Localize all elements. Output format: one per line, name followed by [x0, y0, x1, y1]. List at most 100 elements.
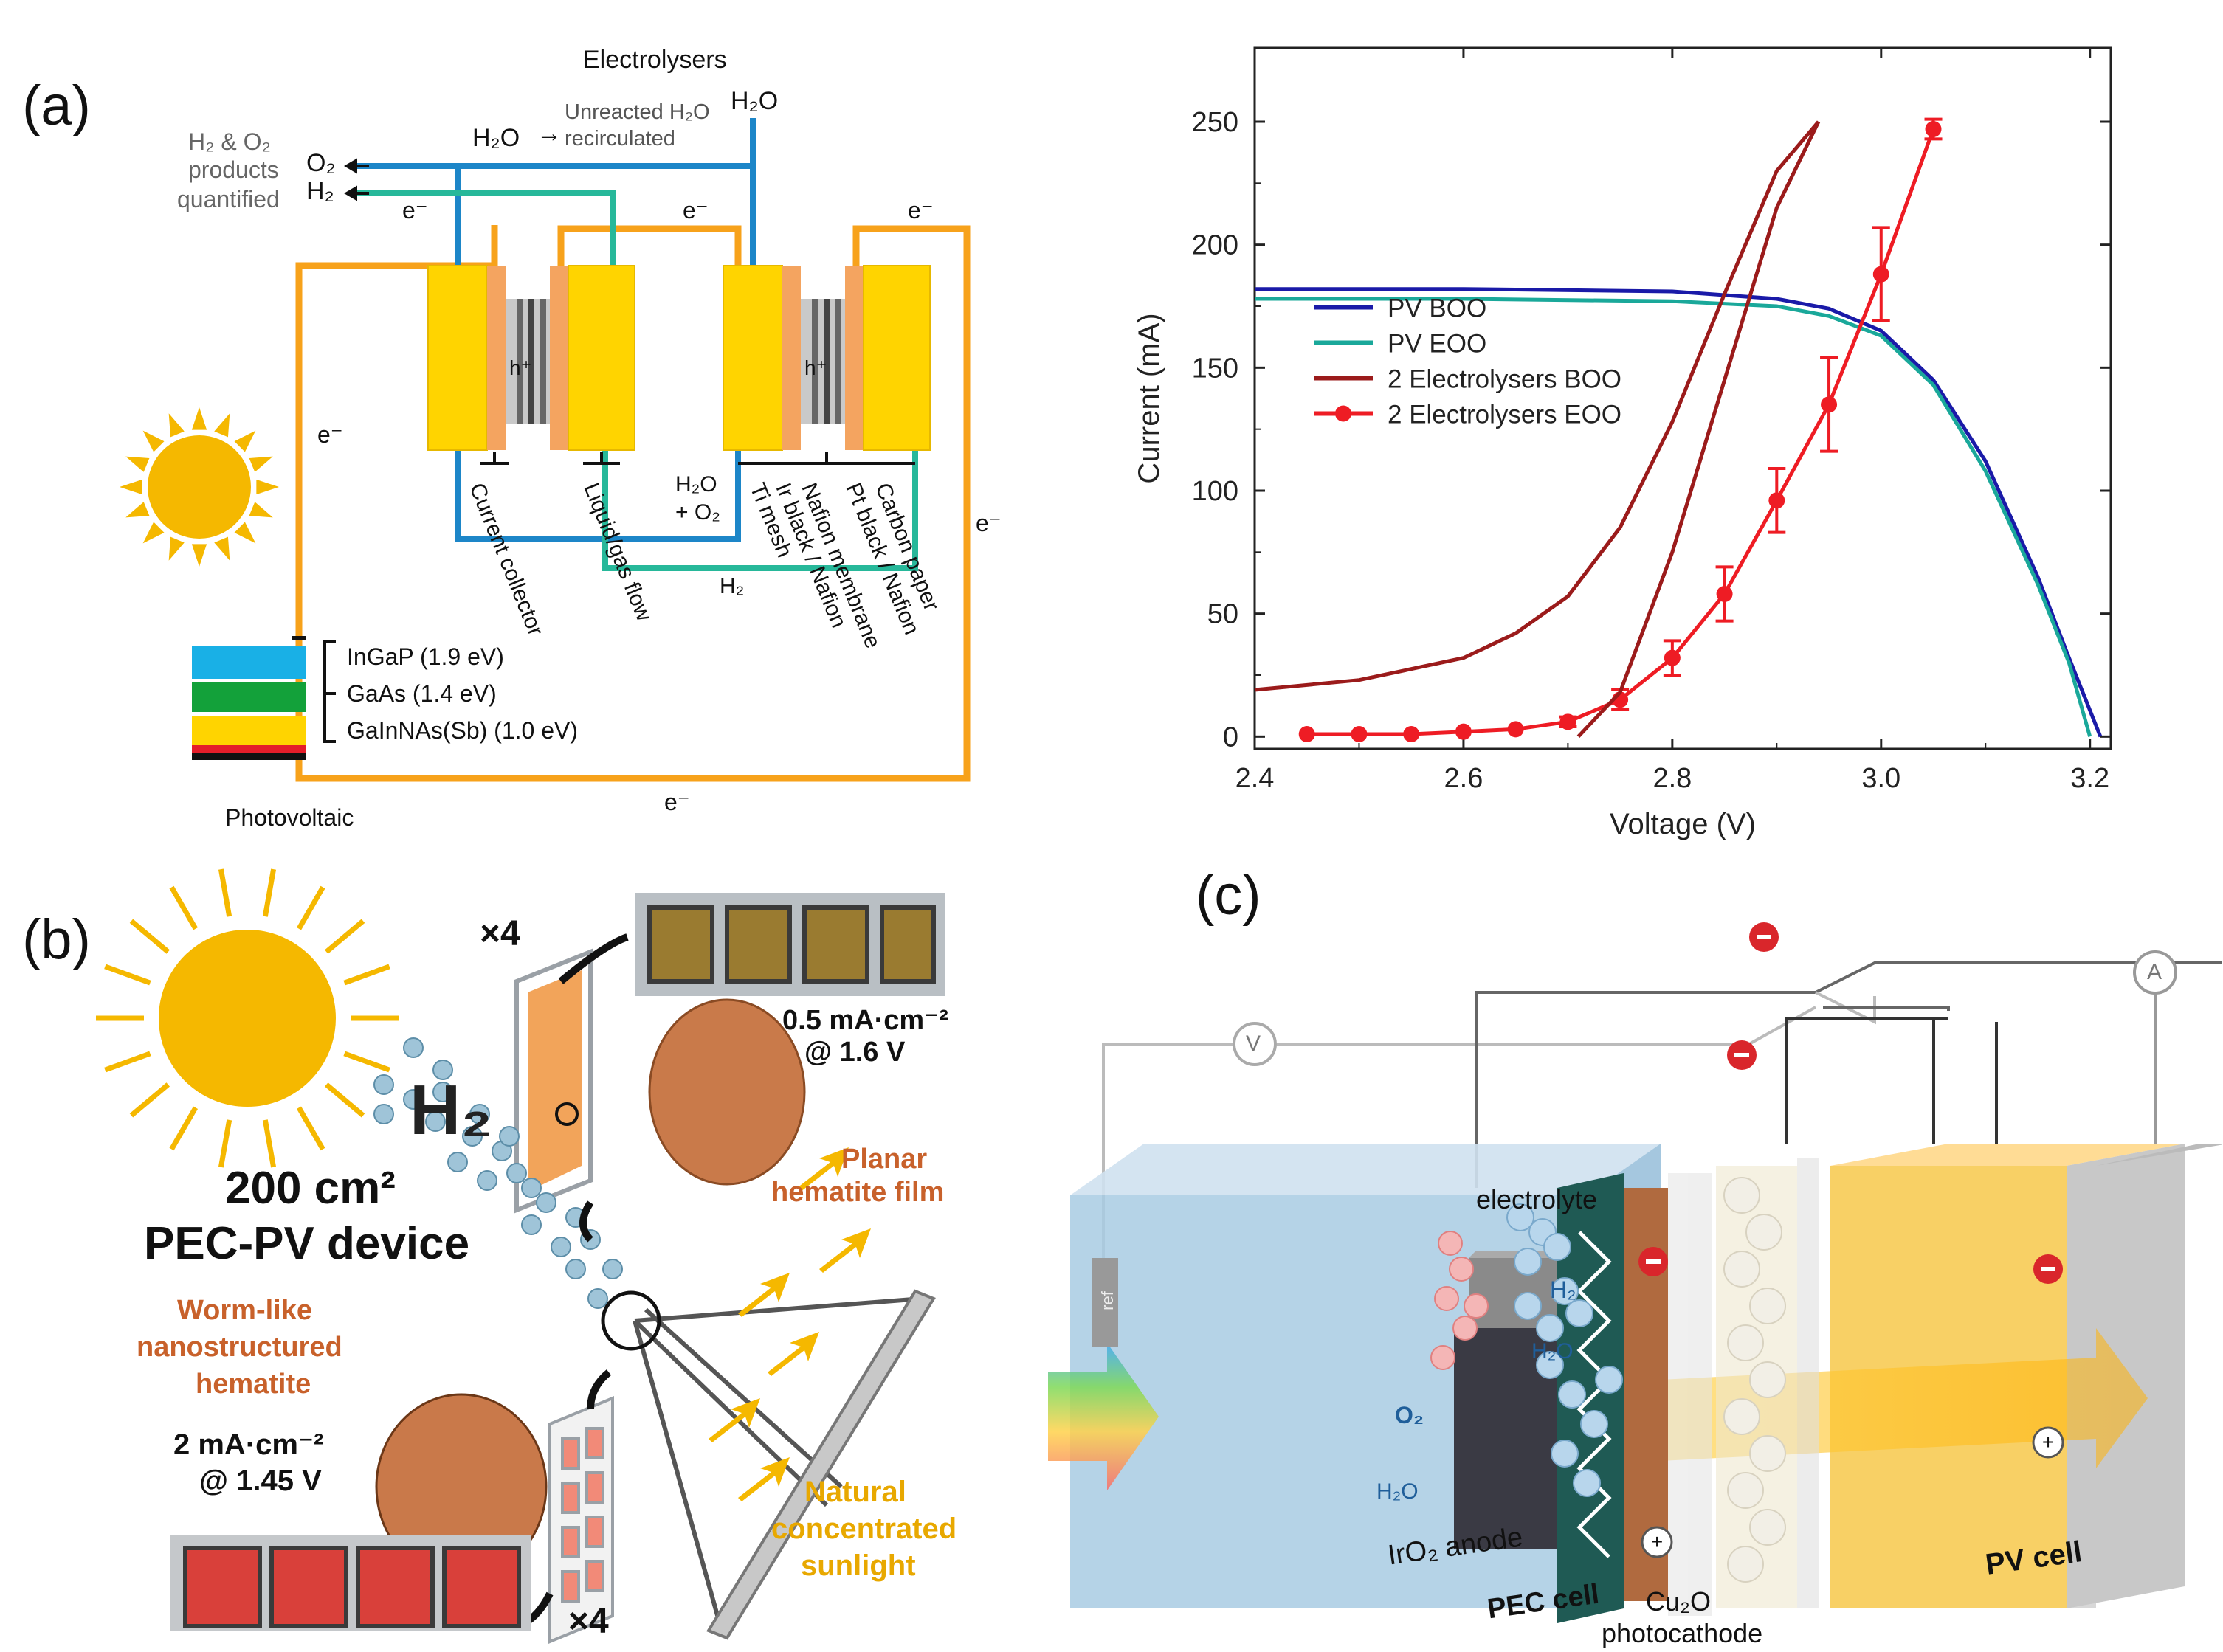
y-tick-label: 200 — [1192, 230, 1238, 261]
svg-text:+: + — [2042, 1431, 2054, 1454]
planar-voltage: @ 1.6 V — [804, 1037, 906, 1068]
h2-label-c: H₂ — [1550, 1276, 1576, 1303]
unreacted-line-2: recirculated — [565, 127, 675, 151]
module-photo-top — [635, 893, 945, 996]
sun-icon — [120, 407, 279, 567]
unreacted-line-1: Unreacted H₂O — [565, 100, 710, 124]
sun-ray — [249, 456, 273, 472]
h2-bubble — [1558, 1380, 1586, 1409]
panel-b-label: (b) — [22, 908, 91, 971]
h2-bubble — [536, 1192, 556, 1213]
h2-bubble — [506, 1163, 527, 1183]
module-photo-bottom-block — [170, 1535, 531, 1631]
sun-ray — [169, 1106, 199, 1151]
h2-bubble — [1536, 1314, 1564, 1342]
y-tick-label: 100 — [1192, 476, 1238, 507]
h2o-top: H₂O — [731, 87, 779, 115]
tandem-cell-illustration: + + — [1048, 922, 2222, 1623]
h2-bubble — [1580, 1410, 1608, 1438]
h2o-o2-line-1: H₂O — [675, 472, 717, 497]
charge-markers: + + — [1638, 922, 2064, 1558]
series-line — [1254, 120, 1820, 692]
electron-label-2: e⁻ — [683, 197, 709, 224]
svg-text:+: + — [1651, 1530, 1663, 1553]
concentrator-mirror — [706, 1289, 936, 1640]
legend-label: 2 Electrolysers EOO — [1388, 401, 1621, 429]
h2-bubble — [1551, 1277, 1579, 1305]
h2-label: H₂ — [306, 177, 334, 205]
panel-a: (a) — [0, 0, 1048, 834]
pv-layer-particle — [1727, 1324, 1764, 1361]
electron-label-3: e⁻ — [908, 197, 934, 224]
sun-ray — [169, 885, 199, 930]
cu2o-label-1: Cu₂O — [1646, 1586, 1711, 1617]
sun-ray — [142, 430, 165, 452]
worm-current: 2 mA·cm⁻² — [173, 1428, 324, 1461]
h2-bubble — [1514, 1292, 1542, 1320]
pec-pv-illustration — [96, 868, 945, 1644]
pv-layer-particle — [1727, 1472, 1764, 1509]
sun-ray — [142, 522, 165, 544]
x-tick-label: 2.6 — [1444, 763, 1483, 794]
junction-gainnas: GaInNAs(Sb) (1.0 eV) — [347, 717, 578, 744]
sun-ray — [168, 536, 185, 561]
y-axis-label: Current (mA) — [1133, 313, 1165, 483]
x-tick-label: 3.0 — [1861, 763, 1900, 794]
h2-return: H₂ — [720, 574, 745, 598]
pv-layer-particle — [1749, 1361, 1786, 1398]
sun-ray — [234, 430, 256, 452]
voltmeter-icon — [1233, 1022, 1277, 1066]
times4-top: ×4 — [480, 914, 520, 953]
h2-bubble — [425, 1111, 446, 1132]
ammeter-icon — [2133, 950, 2177, 995]
h2-bubble — [1506, 1203, 1534, 1231]
electrolyser-cell-1 — [427, 265, 635, 451]
panel-c: (c) — [1048, 849, 2222, 1649]
electrolyser-schematic — [120, 118, 971, 782]
pv-layer-particle — [1723, 1398, 1760, 1435]
pv-stack — [192, 640, 336, 760]
natural-label-2: concentrated — [771, 1513, 957, 1545]
h2o-inlet: H₂O — [472, 124, 520, 152]
h2-bubble — [432, 1060, 453, 1080]
electrolyte-label: electrolyte — [1476, 1184, 1598, 1214]
natural-label-3: sunlight — [801, 1549, 916, 1582]
h2-bubble — [403, 1037, 424, 1058]
arrow-right-icon: → — [537, 120, 562, 148]
sun-ray — [234, 522, 256, 544]
planar-micrograph — [648, 998, 806, 1186]
sun-ray — [120, 479, 142, 495]
x-axis-label: Voltage (V) — [1610, 808, 1756, 840]
sun-ray — [214, 413, 230, 438]
pv-layer-particle — [1723, 1177, 1760, 1214]
electrolysers-title: Electrolysers — [583, 46, 727, 74]
sunlight-arrow — [709, 1398, 760, 1442]
outflow-arrows — [344, 158, 369, 201]
series-line — [1576, 120, 1821, 739]
planar-label-1: Planar — [841, 1144, 928, 1175]
products-line-2: products — [188, 156, 279, 183]
worm-label-3: hematite — [196, 1369, 311, 1400]
pv-layer-particle — [1727, 1546, 1764, 1583]
x-tick-label: 2.4 — [1235, 763, 1275, 794]
worm-label-2: nanostructured — [137, 1332, 342, 1363]
x-tick-label: 2.8 — [1652, 763, 1692, 794]
natural-label-1: Natural — [804, 1476, 906, 1508]
o2-label-c: O₂ — [1395, 1402, 1424, 1428]
panel-c-label: (c) — [1196, 864, 1261, 927]
data-point — [1821, 396, 1838, 413]
sun-ray — [168, 413, 185, 438]
nanostructured-electrode — [548, 1396, 614, 1644]
y-tick-label: 250 — [1192, 107, 1238, 138]
sun-ray — [191, 544, 207, 567]
data-point — [1455, 723, 1472, 740]
ref-label: ref — [1097, 1291, 1117, 1310]
h2-bubble — [1595, 1366, 1623, 1394]
o2-label: O₂ — [306, 149, 336, 177]
data-point — [1716, 586, 1733, 602]
legend-label: PV BOO — [1388, 294, 1486, 323]
data-point — [1768, 492, 1785, 509]
o2-bubble — [1464, 1293, 1489, 1319]
